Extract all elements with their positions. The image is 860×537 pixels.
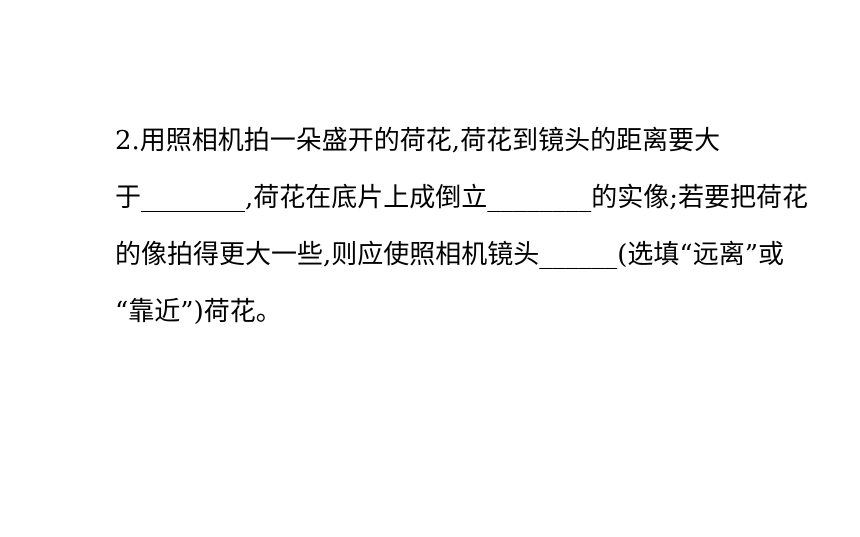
question-line-2: 于________,荷花在底片上成倒立________的实像;若要把荷花 — [115, 183, 809, 213]
question-line-1: 2.用照相机拍一朵盛开的荷花,荷花到镜头的距离要大 — [115, 126, 721, 156]
question-line-3: 的像拍得更大一些,则应使照相机镜头______(选填“远离”或 — [115, 240, 784, 270]
question-line-4: “靠近”)荷花。 — [115, 297, 282, 327]
question-block: 2.用照相机拍一朵盛开的荷花,荷花到镜头的距离要大 于________,荷花在底… — [115, 113, 835, 341]
